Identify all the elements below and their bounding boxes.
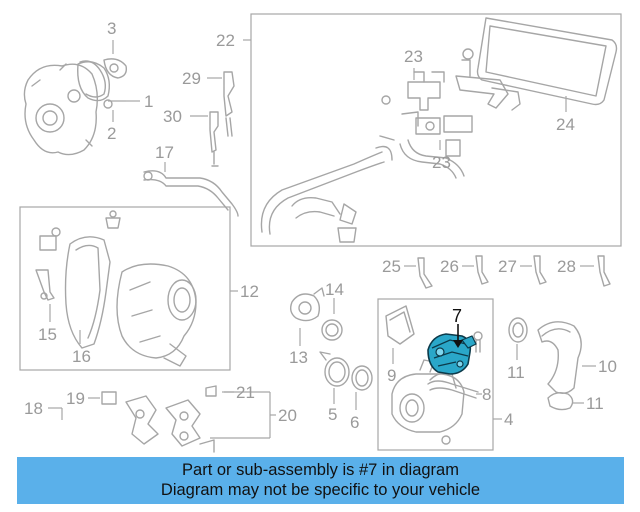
callout-12: 12 [240, 282, 259, 301]
callout-2: 2 [107, 124, 116, 143]
callout-14: 14 [325, 280, 344, 299]
callout-15: 15 [38, 325, 57, 344]
part-group-13-14 [289, 287, 343, 346]
vehicle-fit-notice: Part or sub-assembly is #7 in diagram Di… [17, 457, 624, 504]
part-group-sensors [143, 71, 239, 217]
callout-11-lower: 11 [586, 394, 604, 413]
callout-1: 1 [144, 92, 153, 111]
callout-10-upper: 10 [598, 357, 617, 376]
callout-7: 7 [452, 306, 462, 326]
callout-13: 13 [289, 348, 308, 367]
callout-labels: 3 1 2 29 30 17 22 23 23 24 25 26 27 28 1… [24, 19, 617, 432]
part-group-1 [23, 40, 140, 156]
callout-23-bottom: 23 [432, 153, 451, 172]
callout-17: 17 [155, 143, 174, 162]
callout-28: 28 [557, 257, 576, 276]
callout-18: 18 [24, 399, 43, 418]
callout-8: 8 [482, 385, 491, 404]
callout-16: 16 [72, 347, 91, 366]
callout-11-upper: 11 [507, 363, 525, 382]
callout-25: 25 [382, 257, 401, 276]
callout-22: 22 [216, 31, 235, 50]
notice-line-disclaimer: Diagram may not be specific to your vehi… [160, 481, 481, 499]
callout-24: 24 [556, 115, 575, 134]
notice-line-part: Part or sub-assembly is #7 in diagram [182, 461, 459, 479]
callout-6: 6 [350, 413, 359, 432]
callout-20: 20 [278, 406, 297, 425]
part-group-4 [377, 298, 502, 451]
callout-21: 21 [236, 383, 255, 402]
parts-diagram: 3 1 2 29 30 17 22 23 23 24 25 26 27 28 1… [19, 13, 622, 453]
callout-4: 4 [504, 410, 513, 429]
callout-19: 19 [66, 389, 85, 408]
callout-9: 9 [387, 366, 396, 385]
callout-27: 27 [498, 257, 517, 276]
part-group-sensor-pipes [404, 255, 611, 289]
callout-29: 29 [182, 69, 201, 88]
callout-26: 26 [440, 257, 459, 276]
callout-5: 5 [328, 405, 337, 424]
highlighted-part-7[interactable] [427, 333, 477, 375]
part-group-22 [243, 13, 622, 247]
callout-3: 3 [107, 19, 116, 38]
part-group-5-6 [319, 351, 373, 410]
callout-30: 30 [163, 107, 182, 126]
callout-23-top: 23 [404, 47, 423, 66]
part-group-12 [19, 206, 238, 371]
part-group-18-21 [48, 385, 276, 453]
part-group-10-11 [508, 317, 596, 411]
